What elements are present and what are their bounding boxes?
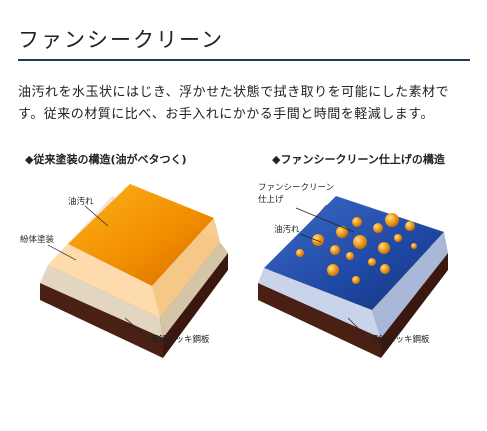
oil-droplets [296,213,417,284]
left-diagram-caption: ◆従来塗装の構造(油がベタつく) [25,153,187,166]
left-label-steel: 亜鉛メッキ鋼板 [150,334,210,345]
left-label-oil: 油汚れ [68,196,94,207]
page-title: ファンシークリーン [18,28,224,52]
right-clean-layer [258,196,448,338]
left-oil-layer [48,184,220,318]
right-label-finish-line1: ファンシークリーン [258,183,334,193]
right-diagram-caption: ◆ファンシークリーン仕上げの構造 [272,153,445,166]
title-divider [18,59,470,61]
right-label-oil: 油汚れ [274,224,300,235]
right-label-steel: 亜鉛メッキ鋼板 [370,334,430,345]
intro-text: 油汚れを水玉状にはじき、浮かせた状態で拭き取りを可能にした素材です。従来の材質に… [18,85,450,122]
left-label-coating: 紛体塗装 [20,234,55,245]
right-label-finish-line2: 仕上げ [258,194,284,205]
